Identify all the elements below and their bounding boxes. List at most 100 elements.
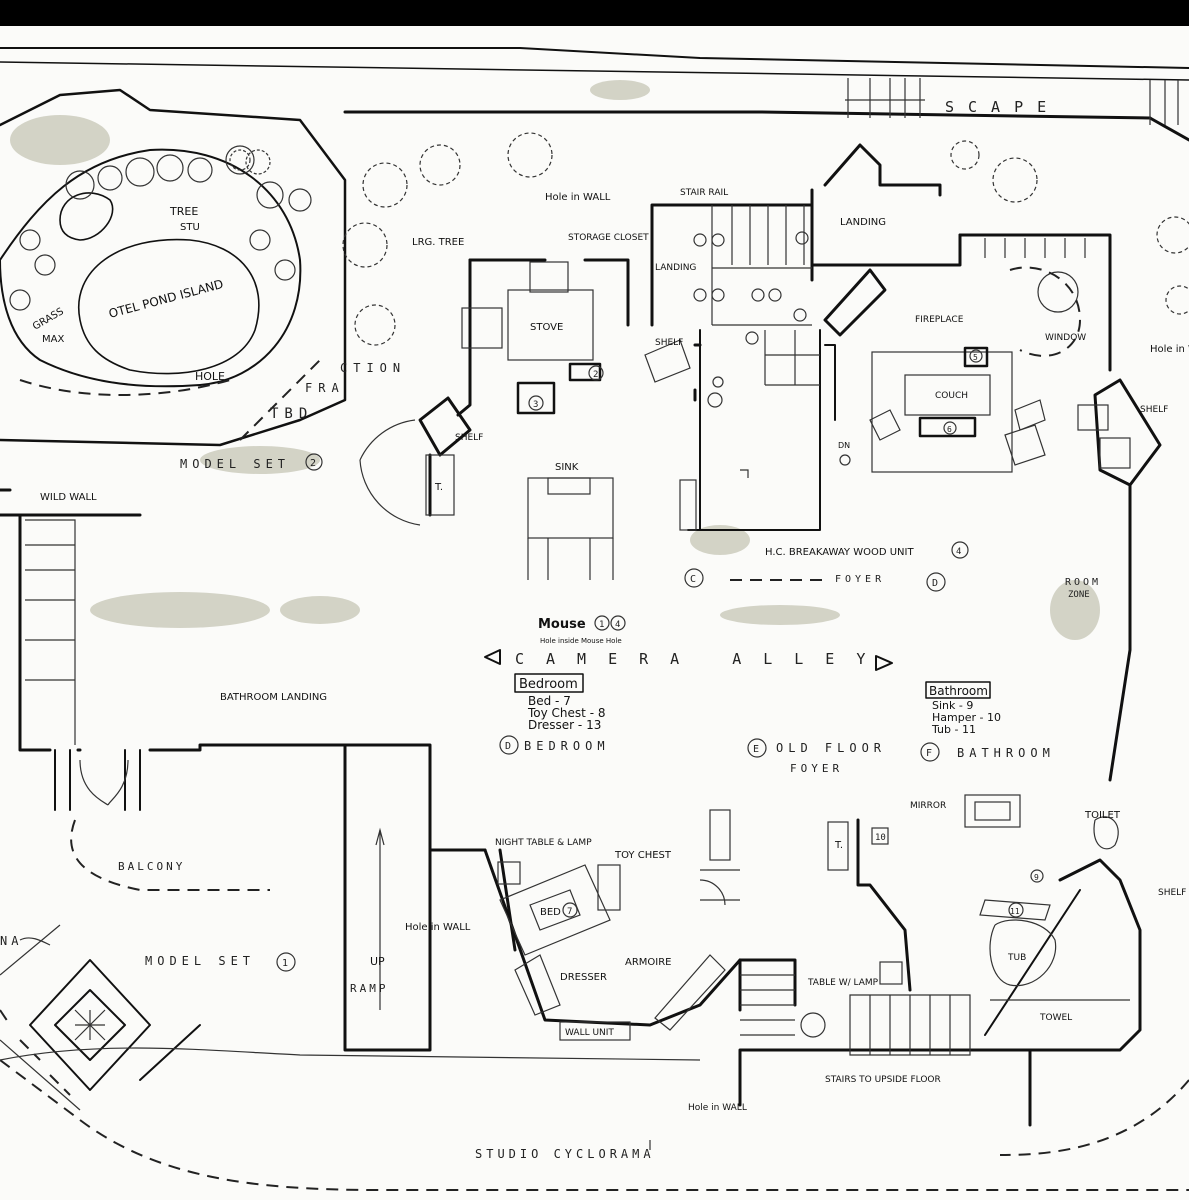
kitchen-item-3: 3 [533, 400, 538, 410]
kitchen-item-3-marker [528, 395, 544, 411]
stair-rail-label: STAIR RAIL [680, 188, 728, 198]
ction-label: CTION [340, 361, 406, 375]
circle-c-label: C [690, 574, 696, 585]
legend-bed-item: Bed - 7 [528, 694, 571, 708]
lower-foyer-walls [738, 818, 1032, 1127]
legend-tub-item: Tub - 11 [931, 723, 976, 736]
section-e-old-floor: OLD FLOOR [776, 741, 886, 755]
tree-symbols [229, 132, 1189, 346]
toy-chest-label: TOY CHEST [614, 850, 672, 861]
lower-bed-label: BED [540, 907, 561, 918]
living-window-label: WINDOW [1045, 333, 1086, 343]
lower-toilet-label: TOILET [1084, 810, 1121, 821]
storage-closet-label: STORAGE CLOSET [568, 233, 649, 243]
lower-mirror-label: MIRROR [910, 801, 946, 811]
living-item-5-marker [969, 349, 983, 363]
section-f-bathroom: BATHROOM [957, 746, 1055, 760]
bottom-dashed-lines [0, 1047, 1189, 1191]
legend-dresser-item: Dresser - 13 [528, 718, 601, 732]
grass-sub-label: MAX [42, 334, 64, 345]
lower-bed-marker [562, 902, 578, 918]
wall-unit-label: WALL UNIT [565, 1028, 614, 1038]
lower-bathroom-shelf-label: SHELF [1158, 888, 1186, 898]
lower-hole-in-wall: Hole in WALL [405, 922, 471, 933]
scan-top-border [0, 0, 1189, 26]
kitchen-hole-in-wall: Hole in WALL [545, 192, 611, 203]
na-label: NA [0, 934, 22, 948]
legend-mouse-4: 4 [615, 620, 620, 630]
dresser-label: DRESSER [560, 972, 607, 983]
section-foyer-label: FOYER [790, 762, 843, 775]
model-set-1-number: 1 [282, 958, 288, 969]
living-hole-in-wall: Hole in WALL [1150, 344, 1189, 355]
living-shelf-label: SHELF [1140, 405, 1168, 415]
lower-bed-number: 7 [567, 907, 572, 917]
kitchen-sink-label: SINK [555, 462, 579, 473]
lower-tub-number: 11 [1010, 907, 1020, 916]
lower-towel-label: TOWEL [1039, 1013, 1072, 1023]
room-sub-label: ZONE [1068, 590, 1090, 600]
legend-hamper-item: Hamper - 10 [932, 711, 1001, 724]
legend-mouse-sub: Hole inside Mouse Hole [540, 637, 622, 645]
legend-mouse-4-marker [610, 615, 626, 631]
section-f-marker [920, 742, 940, 762]
couch-label: COUCH [935, 391, 968, 401]
legend-mouse-1-marker [594, 615, 610, 631]
model-set-1-label: MODEL SET [145, 954, 255, 968]
balcony-label: BALCONY [118, 860, 185, 873]
lower-item-10: 10 [875, 833, 886, 843]
model-set-2-number: 2 [310, 458, 316, 469]
bathroom-landing-label: BATHROOM LANDING [220, 692, 327, 703]
lrg-tree-label: LRG. TREE [412, 237, 464, 248]
living-item-6: 6 [947, 425, 952, 434]
landscape-shrubs [9, 145, 312, 311]
section-f-label: F [926, 748, 932, 759]
section-e-label: E [753, 744, 759, 755]
kitchen-item-2-marker [588, 365, 604, 381]
legend-mouse-1: 1 [599, 620, 604, 630]
stove-label: STOVE [530, 322, 563, 333]
lower-t-label: T. [834, 840, 843, 851]
studio-cyclorama-label: STUDIO CYCLORAMA [475, 1147, 655, 1161]
dn-stairs-label: DN [838, 441, 850, 450]
scape-label: SCAPE [945, 98, 1060, 116]
legend-bathroom-title: Bathroom [929, 684, 988, 698]
night-table-label: NIGHT TABLE & LAMP [495, 838, 592, 848]
pond-label: OTEL POND ISLAND [107, 277, 225, 321]
model-set-2-label: MODEL SET [180, 457, 290, 471]
foyer-c-label: FOYER [835, 574, 885, 585]
fra-label: FRA [305, 381, 345, 395]
kitchen-item-2: 2 [593, 370, 598, 380]
central-stair-walls [644, 143, 962, 531]
model-set-2-marker [305, 453, 323, 471]
stair-post-markers [693, 231, 851, 466]
kitchen-shelf-label: SHELF [455, 433, 483, 443]
armoire-label: ARMOIRE [625, 957, 672, 968]
living-item-6-marker [943, 421, 957, 435]
hc-breakaway-label: H.C. BREAKAWAY WOOD UNIT [765, 547, 914, 558]
legend-sink-item: Sink - 9 [932, 699, 973, 712]
circle-c-marker [684, 568, 704, 588]
camera-alley-label: CAMERA ALLEY [515, 650, 887, 668]
living-item-5: 5 [973, 353, 978, 362]
model-set-1-marker [276, 952, 296, 972]
paper-stains [10, 80, 1100, 640]
section-e-marker [747, 738, 767, 758]
lower-sink-number: 9 [1034, 873, 1039, 882]
lower-sink-marker [1030, 869, 1044, 883]
section-d-label: D [505, 741, 511, 752]
circle-d2-marker [926, 572, 946, 592]
central-shelf-label: SHELF [655, 338, 683, 348]
fireplace-label: FIREPLACE [915, 315, 964, 325]
kitchen-walls [359, 258, 630, 580]
left-side-walls [0, 488, 432, 1111]
kitchen-t-label: T. [434, 482, 443, 493]
landscape-island [0, 88, 347, 447]
camera-alley-arrows [484, 649, 893, 671]
table-lamp-label: TABLE W/ LAMP [807, 978, 879, 988]
lower-foyer-hole-in-wall: Hole in WALL [688, 1103, 747, 1113]
legend-bathroom-box [925, 681, 991, 699]
hc-breakaway-marker [951, 541, 969, 559]
wild-wall-label: WILD WALL [40, 492, 97, 503]
up-ramp-label: RAMP [350, 982, 389, 995]
